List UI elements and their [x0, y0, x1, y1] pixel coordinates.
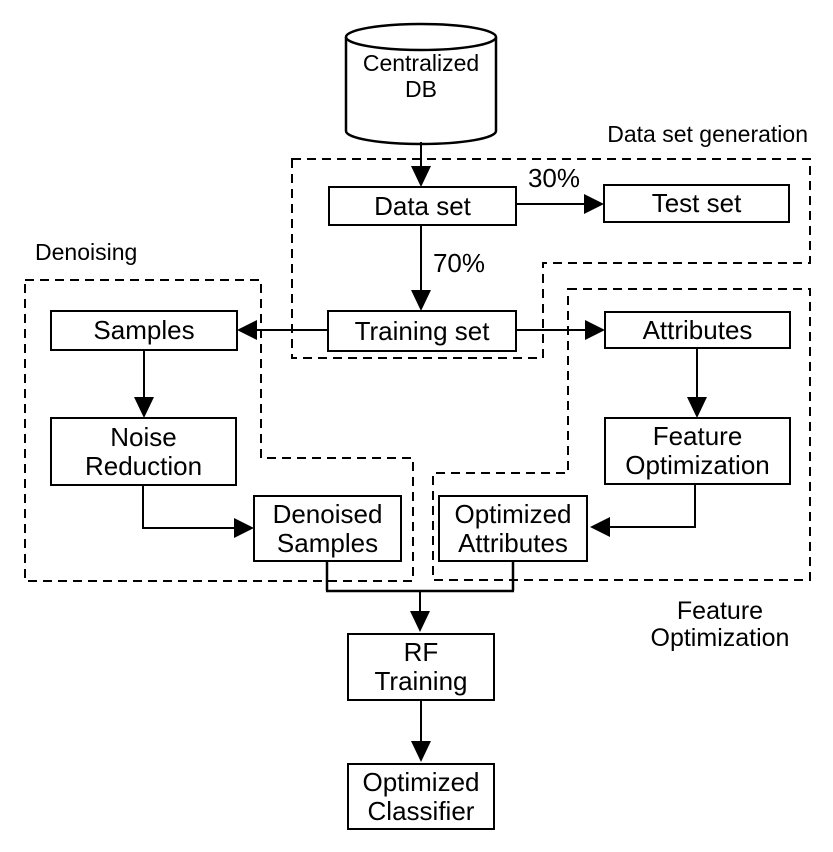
node-noise-reduction: Noise Reduction: [50, 417, 237, 486]
region-outline-data-set-generation: [291, 158, 811, 359]
node-test-set: Test set: [603, 184, 790, 223]
arrow-featureoptimization-to-optimizedattributes: [590, 485, 696, 537]
arrow-noisereduction-to-denoisedsamples: [142, 485, 254, 538]
region-label-denoising: Denoising: [35, 239, 138, 265]
arrow-rftraining-to-classifier: [411, 701, 431, 762]
node-data-set: Data set: [328, 186, 517, 226]
arrow-db-to-dataset: [411, 142, 431, 187]
node-denoised-samples: Denoised Samples: [253, 495, 402, 562]
region-label-data-set-generation: Data set generation: [607, 121, 808, 147]
node-training-set: Training set: [327, 310, 517, 352]
node-attributes: Attributes: [604, 311, 791, 349]
edge-label-test-split: 30%: [527, 163, 581, 193]
region-label-feature-optimization: Feature Optimization: [650, 597, 790, 652]
arrow-dataset-to-testset: [517, 194, 604, 214]
database-cylinder-icon: [344, 22, 498, 146]
arrow-trainingset-to-attributes: [517, 320, 605, 340]
node-centralized-db: Centralized DB: [362, 50, 480, 102]
node-optimized-classifier: Optimized Classifier: [347, 763, 495, 830]
arrow-trainingset-to-samples: [237, 320, 327, 340]
region-outline-feature-optimization: [432, 288, 811, 581]
node-samples: Samples: [50, 310, 238, 351]
arrow-samples-to-noisereduction: [134, 351, 154, 418]
node-optimized-attributes: Optimized Attributes: [438, 495, 588, 562]
edge-label-train-split: 70%: [432, 248, 486, 278]
arrow-merge-to-rftraining: [325, 561, 515, 632]
node-rf-training: RF Training: [347, 633, 495, 701]
arrow-dataset-to-trainingset: [411, 226, 431, 311]
arrow-attributes-to-featureoptimization: [687, 349, 707, 418]
node-feature-optimization: Feature Optimization: [604, 417, 791, 485]
